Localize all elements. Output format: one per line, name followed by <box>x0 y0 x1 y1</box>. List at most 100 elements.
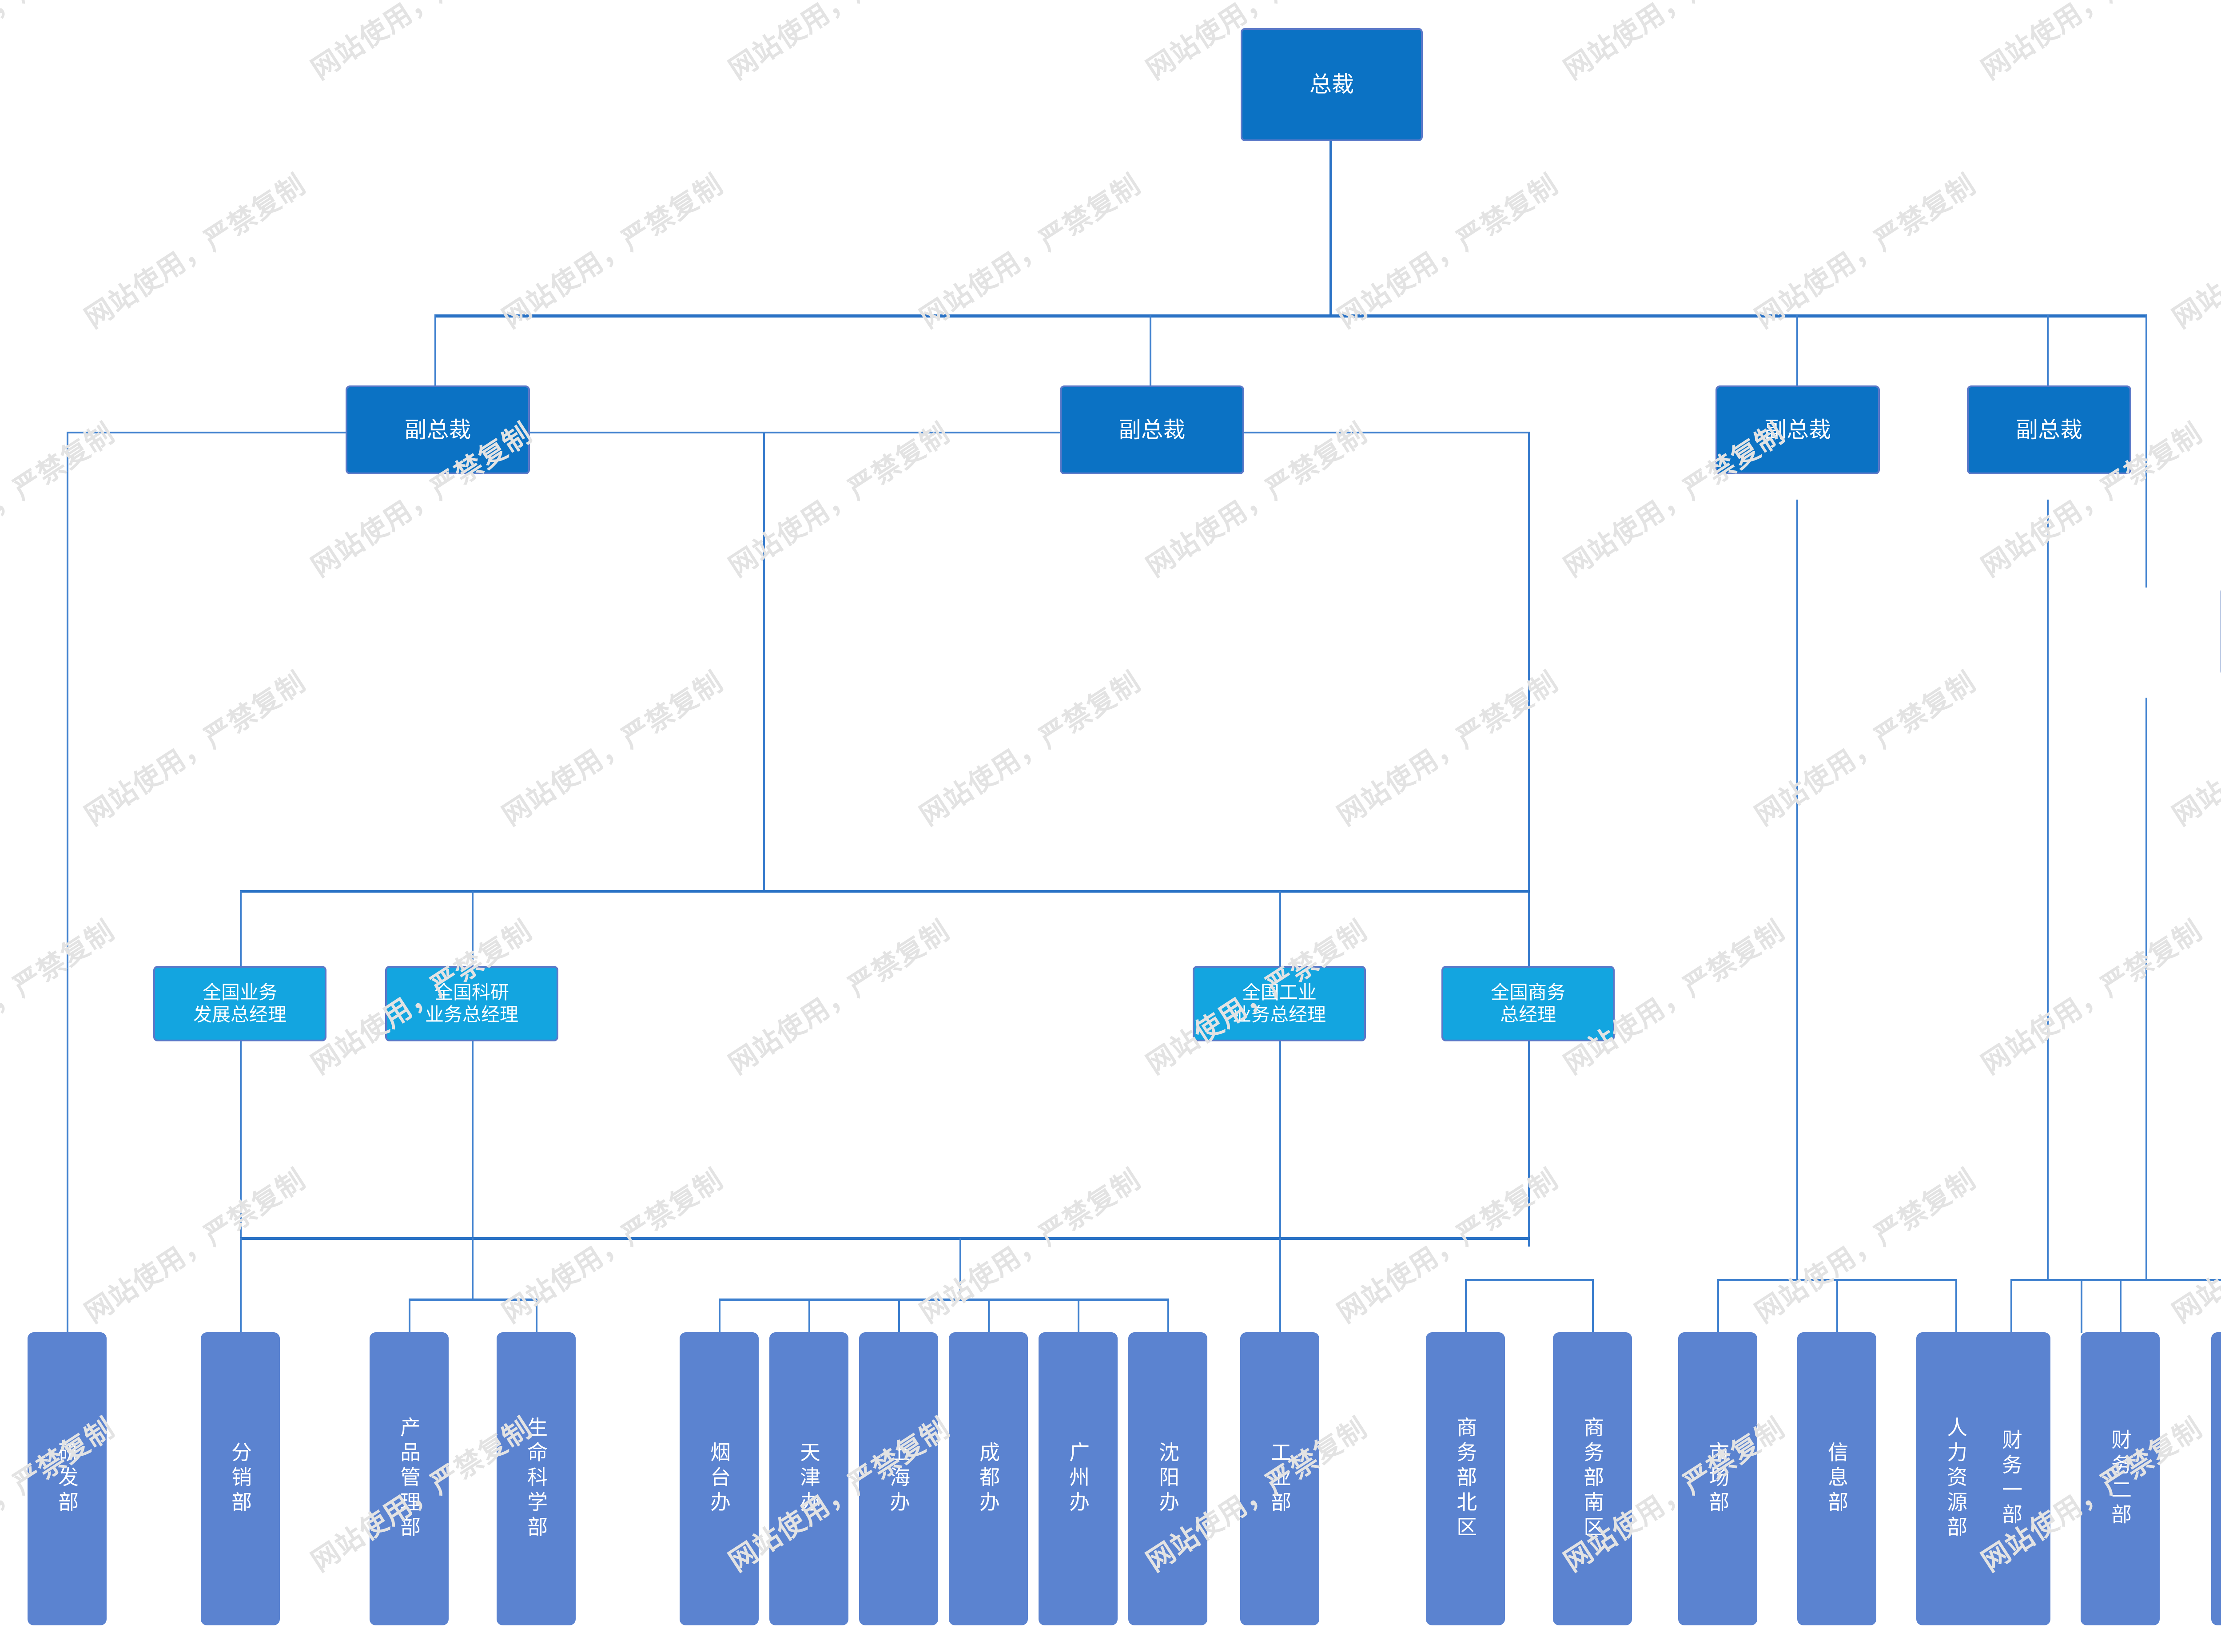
department-shenyang-office[interactable]: 沈阳办 <box>1128 1332 1207 1625</box>
connector-vp2-drop <box>1150 315 1151 385</box>
connector-vp4-down <box>2047 500 2049 1279</box>
connector-fork-e-bar <box>2010 1279 2121 1281</box>
connector-vp1-to-gmbus <box>763 432 765 891</box>
node-gm-commerce[interactable]: 全国商务 总经理 <box>1441 966 1615 1041</box>
department-marketing-label: 市场部 <box>1706 1442 1730 1516</box>
node-vice-president-4[interactable]: 副总裁 <box>1967 385 2131 474</box>
node-gm-commerce-label-1: 全国商务 <box>1490 982 1565 1003</box>
connector-gm3-stem <box>1279 891 1281 966</box>
node-vice-president-2-label: 副总裁 <box>1118 417 1186 442</box>
watermark-text: 网站使用，严禁复制 <box>496 665 729 832</box>
node-gm-business-development[interactable]: 全国业务 发展总经理 <box>153 966 326 1041</box>
department-information-label: 信息部 <box>1825 1442 1849 1516</box>
watermark-text: 网站使用，严禁复制 <box>1331 168 1564 334</box>
connector-gm1-stem <box>240 891 242 966</box>
department-business-south-label: 商务部南区 <box>1581 1417 1604 1541</box>
connector-vp2-left-arm <box>763 432 1150 433</box>
department-tianjin-office[interactable]: 天津办 <box>769 1332 848 1625</box>
department-finance-two-label: 财务二部 <box>2109 1429 2132 1529</box>
node-gm-business-development-label-2: 发展总经理 <box>193 1004 287 1025</box>
department-rnd[interactable]: 研发部 <box>28 1332 107 1625</box>
node-vice-president-4-label: 副总裁 <box>2016 417 2082 442</box>
connector-finance2-drop <box>2120 1279 2121 1333</box>
connector-vp3-drop <box>1796 315 1798 385</box>
node-vice-president-3[interactable]: 副总裁 <box>1716 385 1880 474</box>
watermark-text: 网站使用，严禁复制 <box>1749 1163 1982 1329</box>
department-finance-one-label: 财务一部 <box>1999 1429 2023 1529</box>
node-vice-president-1[interactable]: 副总裁 <box>346 385 530 474</box>
node-gm-research[interactable]: 全国科研 业务总经理 <box>385 966 558 1041</box>
watermark-text: 网站使用，严禁复制 <box>496 1163 729 1329</box>
connector-lifescience-drop <box>536 1299 537 1333</box>
connector-industry-drop <box>1279 1238 1281 1333</box>
department-shanghai-office-label: 上海办 <box>887 1442 911 1516</box>
department-information[interactable]: 信息部 <box>1797 1332 1876 1625</box>
connector-fork-b-stem <box>959 1238 961 1299</box>
watermark-text: 网站使用，严禁复制 <box>2166 665 2221 832</box>
department-chengdu-office-label: 成都办 <box>977 1442 1000 1516</box>
connector-tianjin-drop <box>808 1299 810 1333</box>
department-life-science-label: 生命科学部 <box>525 1417 548 1541</box>
node-president[interactable]: 总裁 <box>1241 28 1423 141</box>
connector-vp1-left-arm <box>67 432 435 433</box>
department-marketing[interactable]: 市场部 <box>1678 1332 1757 1625</box>
watermark-text: 网站使用，严禁复制 <box>79 1163 311 1329</box>
connector-vp4-drop <box>2047 315 2049 385</box>
watermark-text: 网站使用，严禁复制 <box>305 0 538 86</box>
node-vice-president-2[interactable]: 副总裁 <box>1060 385 1244 474</box>
connector-rnd-drop <box>67 432 68 1333</box>
department-human-resources-label: 人力资源部 <box>1944 1417 1968 1541</box>
department-yantai-office[interactable]: 烟台办 <box>680 1332 759 1625</box>
department-life-science[interactable]: 生命科学部 <box>497 1332 576 1625</box>
department-distribution[interactable]: 分销部 <box>201 1332 280 1625</box>
connector-fork-a-bar <box>409 1299 537 1301</box>
watermark-text: 网站使用，严禁复制 <box>1558 0 1791 86</box>
department-guangzhou-office-label: 广州办 <box>1067 1442 1090 1516</box>
watermark-text: 网站使用，严禁复制 <box>1749 665 1982 832</box>
connector-fork-a-stem <box>472 1238 474 1299</box>
department-rnd-label: 研发部 <box>56 1442 79 1516</box>
connector-product-drop <box>409 1299 410 1333</box>
watermark-text: 网站使用，严禁复制 <box>0 914 120 1080</box>
connector-vp1-drop <box>434 315 436 385</box>
department-office[interactable]: 办公室 <box>2211 1332 2221 1625</box>
watermark-text: 网站使用，严禁复制 <box>496 168 729 334</box>
department-business-north[interactable]: 商务部北区 <box>1426 1332 1505 1625</box>
watermark-text: 网站使用，严禁复制 <box>2166 168 2221 334</box>
connector-gm2-stem <box>472 891 474 966</box>
watermark-text: 网站使用，严禁复制 <box>723 417 955 583</box>
department-tianjin-office-label: 天津办 <box>797 1442 821 1516</box>
department-distribution-label: 分销部 <box>229 1442 252 1516</box>
watermark-text: 网站使用，严禁复制 <box>914 665 1146 832</box>
department-guangzhou-office[interactable]: 广州办 <box>1039 1332 1118 1625</box>
connector-assistant-drop <box>2145 315 2147 588</box>
department-product-management[interactable]: 产品管理部 <box>370 1332 449 1625</box>
connector-vp3-down <box>1796 500 1798 1279</box>
node-gm-research-label-1: 全国科研 <box>434 982 509 1003</box>
connector-distribution-drop <box>240 1238 242 1333</box>
department-finance-one[interactable]: 财务一部 <box>1971 1332 2050 1625</box>
connector-finance1-drop <box>2010 1279 2012 1333</box>
connector-executive-bus <box>434 314 2147 318</box>
connector-gm2-down <box>472 1041 474 1239</box>
connector-gm-bus <box>240 890 1530 893</box>
department-finance-two[interactable]: 财务二部 <box>2081 1332 2160 1625</box>
connector-fork-f-bar <box>2081 1279 2221 1281</box>
department-chengdu-office[interactable]: 成都办 <box>949 1332 1028 1625</box>
department-business-south[interactable]: 商务部南区 <box>1553 1332 1632 1625</box>
department-shenyang-office-label: 沈阳办 <box>1156 1442 1180 1516</box>
watermark-text: 网站使用，严禁复制 <box>914 168 1146 334</box>
node-gm-business-development-label-1: 全国业务 <box>202 982 277 1003</box>
watermark-text: 网站使用，严禁复制 <box>79 665 311 832</box>
connector-gm4-drop <box>1528 432 1530 1247</box>
department-yantai-office-label: 烟台办 <box>708 1442 731 1516</box>
watermark-text: 网站使用，严禁复制 <box>914 1163 1146 1329</box>
department-shanghai-office[interactable]: 上海办 <box>859 1332 938 1625</box>
watermark-text: 网站使用，严禁复制 <box>0 0 120 86</box>
node-gm-industry[interactable]: 全国工业 业务总经理 <box>1193 966 1366 1041</box>
node-president-label: 总裁 <box>1310 72 1354 97</box>
connector-president-stem <box>1329 141 1332 315</box>
watermark-text: 网站使用，严禁复制 <box>2166 1163 2221 1329</box>
connector-assistant-down <box>2145 698 2147 1279</box>
department-industry[interactable]: 工业部 <box>1240 1332 1319 1625</box>
